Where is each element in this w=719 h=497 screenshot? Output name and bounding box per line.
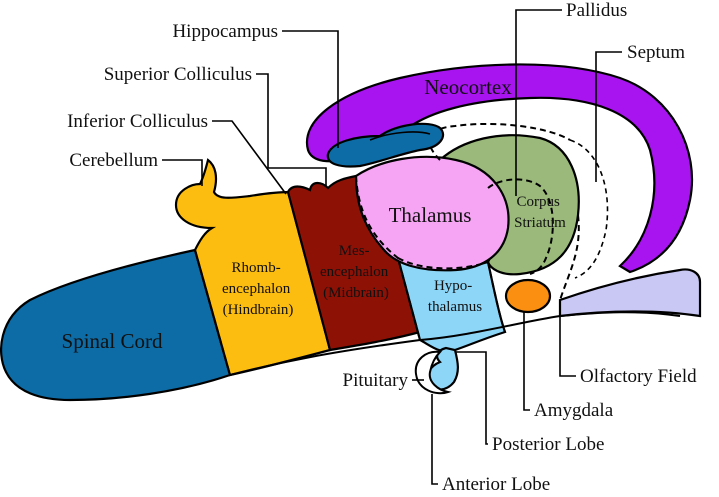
anterior-lobe-callout: Anterior Lobe xyxy=(442,474,550,495)
hindbrain-label-line2: encephalon xyxy=(222,281,291,297)
hindbrain-label-line1: Rhomb- xyxy=(232,260,281,276)
amygdala-region xyxy=(506,280,550,312)
cerebellum-leader xyxy=(162,160,202,186)
hypothalamus-label-line2: thalamus xyxy=(428,299,482,315)
spinal-cord-region xyxy=(1,250,230,400)
thalamus-label: Thalamus xyxy=(389,203,472,227)
corpus-striatum-label-line2: Striatum xyxy=(514,215,566,231)
spinal-cord-label: Spinal Cord xyxy=(62,329,163,353)
midbrain-label-line3: (Midbrain) xyxy=(323,285,389,301)
posterior-lobe-leader xyxy=(456,352,488,444)
olfactory-field-leader xyxy=(560,314,576,376)
midbrain-label-line1: Mes- xyxy=(339,243,370,259)
olfactory-field-callout: Olfactory Field xyxy=(580,366,697,387)
posterior-lobe-callout: Posterior Lobe xyxy=(492,434,604,455)
anterior-lobe-leader xyxy=(432,394,438,484)
neocortex-label: Neocortex xyxy=(424,75,512,99)
amygdala-callout: Amygdala xyxy=(534,400,614,421)
corpus-striatum-label-line1: Corpus xyxy=(516,194,560,210)
pituitary-callout: Pituitary xyxy=(343,370,409,391)
superior-colliculus-callout: Superior Colliculus xyxy=(104,64,252,85)
pallidus-callout: Pallidus xyxy=(566,0,627,21)
hindbrain-label: Rhomb- encephalon (Hindbrain) xyxy=(222,260,294,318)
olfactory-field-region xyxy=(560,270,700,317)
inferior-colliculus-leader xyxy=(212,121,286,194)
hypothalamus-label-line1: Hypo- xyxy=(434,278,472,294)
hippocampus-callout: Hippocampus xyxy=(172,21,278,42)
amygdala-leader xyxy=(524,312,530,410)
hindbrain-label-line3: (Hindbrain) xyxy=(223,302,294,318)
cerebellum-callout: Cerebellum xyxy=(69,150,158,171)
inferior-colliculus-callout: Inferior Colliculus xyxy=(67,111,208,132)
midbrain-label-line2: encephalon xyxy=(320,264,389,280)
septum-callout: Septum xyxy=(627,42,685,63)
